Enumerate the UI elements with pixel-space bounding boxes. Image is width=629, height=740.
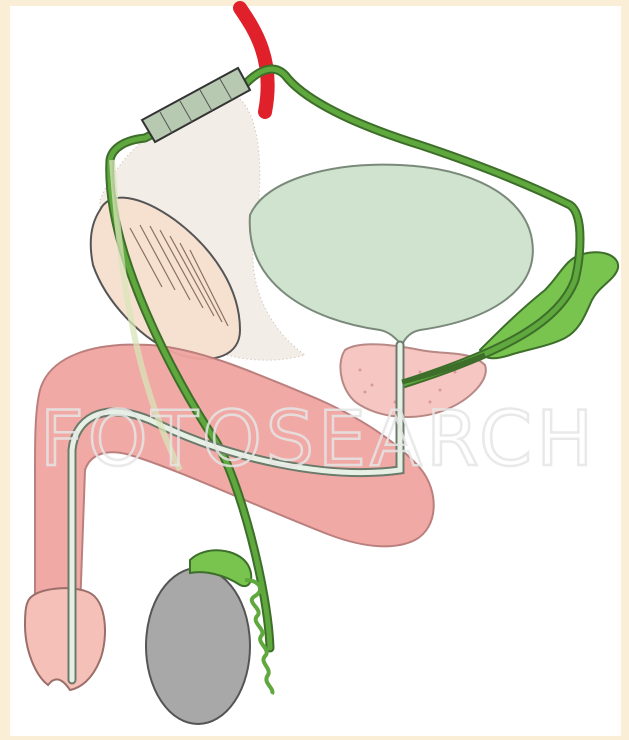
glans xyxy=(25,588,105,690)
red-vessel xyxy=(240,8,268,112)
testis xyxy=(146,568,250,724)
bladder xyxy=(250,165,533,345)
watermark: FOTOSEARCH xyxy=(40,394,597,483)
